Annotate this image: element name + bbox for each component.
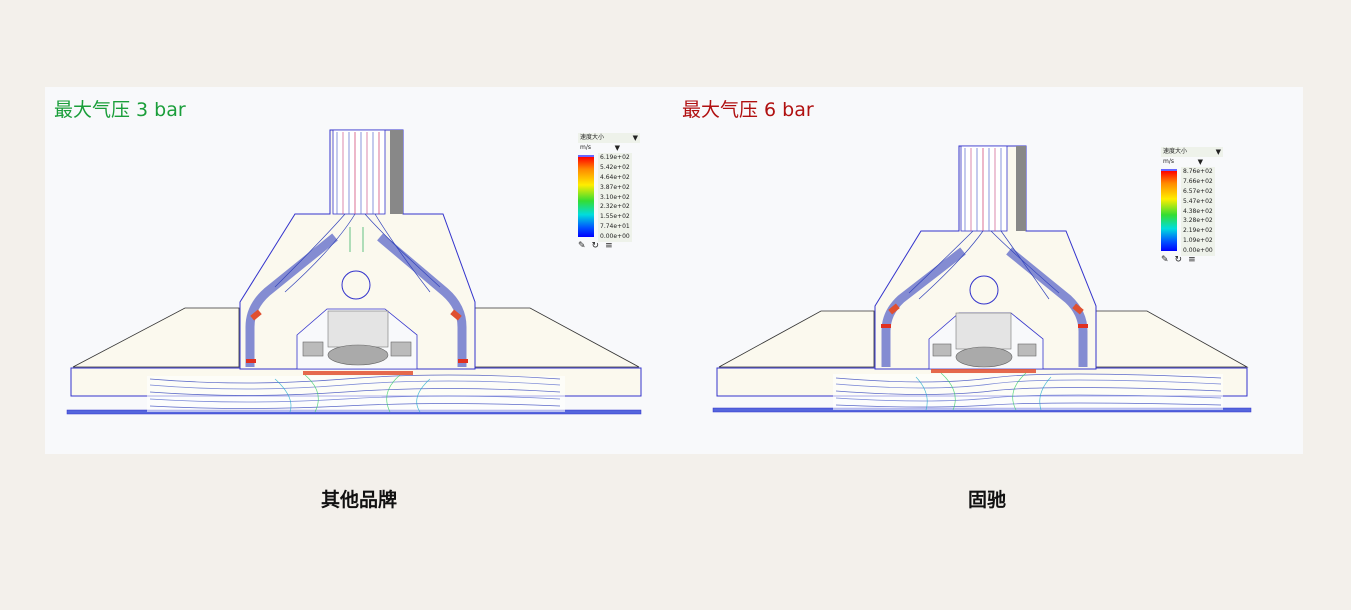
dropdown-icon: ▼ [614,144,620,152]
legend-title[interactable]: 速度大小▼ [578,133,640,143]
dropdown-icon: ▼ [632,134,638,142]
pin-icon[interactable]: ✎ [578,241,592,251]
legend-toolbar: ✎↻≡ [1161,255,1202,265]
legend-tick: 0.00e+00 [598,232,632,243]
legend-tick: 4.64e+02 [598,172,632,183]
device-right [712,145,1252,413]
pin-icon[interactable]: ✎ [1161,255,1175,265]
menu-icon[interactable]: ≡ [1188,255,1202,265]
pressure-label-left: 最大气压 3 bar [54,99,186,121]
legend-tick: 2.19e+02 [1181,226,1215,237]
legend-tick: 1.55e+02 [598,212,632,223]
color-scale-bar [1161,169,1177,251]
caption-left: 其他品牌 [320,489,398,511]
simulation-panel: 最大气压 3 bar 最大气压 6 bar [45,87,1303,454]
legend-tick: 4.38e+02 [1181,206,1215,217]
legend-tick: 6.19e+02 [598,153,632,163]
legend-title[interactable]: 速度大小▼ [1161,147,1223,157]
cfd-diagrams [66,129,1252,415]
legend-tick: 5.42e+02 [598,162,632,173]
legend-tick: 3.87e+02 [598,182,632,193]
legend-ticks: 8.76e+02 7.66e+02 6.57e+02 5.47e+02 4.38… [1181,167,1215,257]
refresh-icon[interactable]: ↻ [1174,255,1189,265]
legend-unit[interactable]: m/s▼ [1163,158,1203,166]
legend-tick: 3.10e+02 [598,192,632,203]
menu-icon[interactable]: ≡ [605,241,619,251]
device-left [66,129,642,415]
legend-toolbar: ✎↻≡ [578,241,619,251]
legend-tick: 7.66e+02 [1181,176,1215,187]
refresh-icon[interactable]: ↻ [591,241,606,251]
legend-tick: 6.57e+02 [1181,186,1215,197]
dropdown-icon: ▼ [1197,158,1203,166]
legend-tick: 2.32e+02 [598,202,632,213]
pressure-label-right: 最大气压 6 bar [682,99,814,121]
legend-tick: 3.28e+02 [1181,216,1215,227]
legend-ticks: 6.19e+02 5.42e+02 4.64e+02 3.87e+02 3.10… [598,153,632,243]
legend-tick: 8.76e+02 [1181,167,1215,177]
caption-right: 固驰 [967,489,1007,511]
color-scale-bar [578,155,594,237]
legend-tick: 7.74e+01 [598,222,632,233]
velocity-legend-left: 速度大小▼ m/s▼ 6.19e+02 5.42e+02 4.64e+02 3.… [578,133,640,251]
legend-tick: 5.47e+02 [1181,196,1215,207]
dropdown-icon: ▼ [1215,148,1221,156]
legend-tick: 0.00e+00 [1181,246,1215,257]
velocity-legend-right: 速度大小▼ m/s▼ 8.76e+02 7.66e+02 6.57e+02 5.… [1161,147,1223,265]
legend-unit[interactable]: m/s▼ [580,144,620,152]
legend-tick: 1.09e+02 [1181,236,1215,247]
